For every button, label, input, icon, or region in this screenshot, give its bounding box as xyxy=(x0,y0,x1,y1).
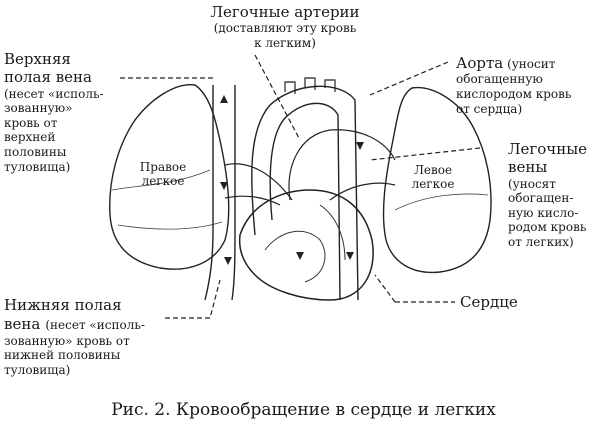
svc-title-2: полая вена xyxy=(4,68,92,87)
pv-desc-1: (уносят xyxy=(508,176,556,191)
pulmonary-artery xyxy=(288,129,396,201)
ivc-desc-2: зованную» кровь от xyxy=(4,333,130,348)
vena-cava-vessel xyxy=(231,85,236,301)
pv-desc-2: обогащен- xyxy=(508,191,574,206)
right-lung-lobe-line xyxy=(117,221,223,230)
pulmonary-arteries-title: Легочные артерии xyxy=(210,3,360,21)
right-lung-1: Правое xyxy=(139,160,187,174)
label-heart: Сердце xyxy=(460,293,518,311)
aorta-desc-2: обогащенную xyxy=(456,72,543,87)
label-pulmonary-veins: Легочные вены (уносят обогащен- ную кисл… xyxy=(508,140,587,250)
figure-caption: Рис. 2. Кровообращение в сердце и легких xyxy=(111,400,496,420)
svc-desc-1: (несет «исполь- xyxy=(4,86,104,101)
heart-inner xyxy=(319,204,346,261)
flow-arrows xyxy=(220,95,364,265)
ivc-desc-1: (несет «исполь- xyxy=(45,318,145,333)
label-aorta: Аорта (уносит обогащенную кислородом кро… xyxy=(456,54,571,116)
pulmonary-artery xyxy=(224,163,293,201)
aorta-desc-4: от сердца) xyxy=(456,101,523,116)
svc-desc-4: верхней xyxy=(4,130,56,145)
vena-cava-vessel xyxy=(204,85,214,301)
label-right-lung: Правое легкое xyxy=(128,160,198,189)
right-lung-2: легкое xyxy=(141,174,185,189)
label-inferior-vena-cava: Нижняя полая вена (несет «исполь- зованн… xyxy=(4,296,145,378)
right-lung-lobe-line xyxy=(111,169,211,191)
svc-title-1: Верхняя xyxy=(4,50,71,68)
heart-inner xyxy=(264,230,326,283)
pv-desc-4: родом кровь xyxy=(508,220,587,235)
label-superior-vena-cava: Верхняя полая вена (несет «исполь- зован… xyxy=(4,50,104,174)
label-left-lung: Левое легкое xyxy=(398,163,468,192)
label-pulmonary-arteries: Легочные артерии (доставляют эту кровь к… xyxy=(200,3,370,51)
aorta-title: Аорта xyxy=(456,54,504,72)
pv-title-1: Легочные xyxy=(508,140,588,158)
ivc-title-1: Нижняя полая xyxy=(4,296,122,314)
pulmonary-vein xyxy=(329,182,396,201)
svc-desc-2: зованную» xyxy=(4,101,73,116)
aorta-arch xyxy=(251,85,359,301)
left-lung-lobe-line xyxy=(394,193,489,211)
pulmonary-vein xyxy=(224,195,281,206)
right-lung-shape xyxy=(109,84,230,270)
leader-lines xyxy=(120,54,481,319)
ivc-desc-3: нижней половины xyxy=(4,348,121,363)
left-lung-1: Левое xyxy=(413,163,453,177)
aorta-desc-3: кислородом кровь xyxy=(456,86,572,101)
svc-desc-5: половины xyxy=(4,145,67,160)
pv-title-2: вены xyxy=(508,158,548,177)
pv-desc-5: от легких) xyxy=(508,235,574,250)
ivc-title-2: вена xyxy=(4,315,41,334)
left-lung-2: легкое xyxy=(411,177,455,192)
aorta-desc-1: (уносит xyxy=(507,57,556,71)
pulmonary-arteries-desc-2: к легким) xyxy=(254,35,316,50)
svc-desc-6: туловища) xyxy=(4,159,71,174)
heart-shape xyxy=(238,189,374,301)
svc-desc-3: кровь от xyxy=(4,115,58,130)
aorta-arch xyxy=(269,102,341,301)
aorta-branches xyxy=(284,77,336,94)
ivc-desc-4: туловища) xyxy=(4,363,71,378)
pulmonary-arteries-desc-1: (доставляют эту кровь xyxy=(213,21,357,36)
left-lung-shape xyxy=(382,86,492,274)
pv-desc-3: ную кисло- xyxy=(508,205,579,220)
